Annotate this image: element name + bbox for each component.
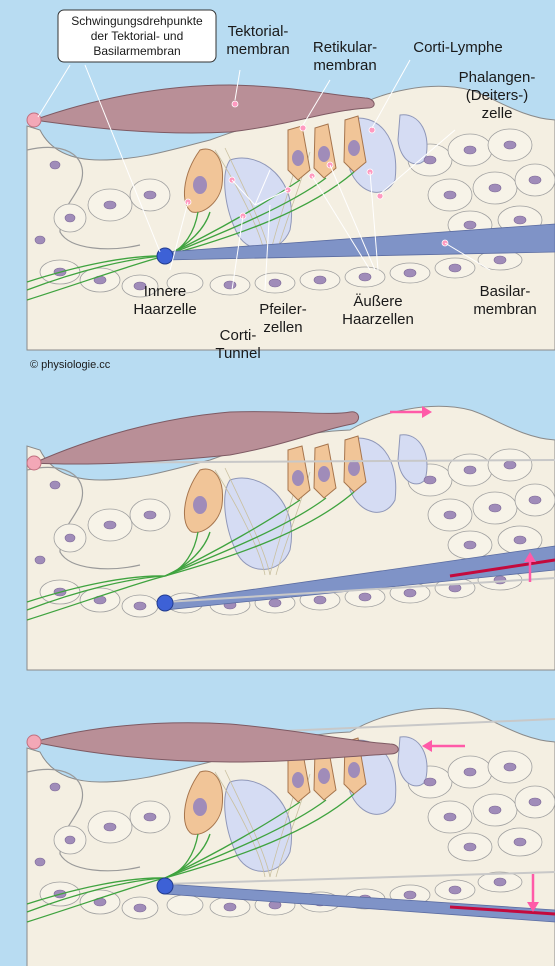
basilar-label-line2: membran (473, 301, 536, 318)
phalangeal-label-line2: (Deiters-) (466, 87, 529, 104)
arrow-up (524, 552, 536, 582)
basilar-rest-line (164, 577, 555, 603)
tectorial-pivot (26, 734, 42, 750)
tectorial-pivot (26, 112, 42, 128)
leader-lines (37, 59, 491, 291)
panel-up (26, 405, 555, 671)
basilar-deflection-mark (449, 558, 555, 578)
arrow-right (390, 406, 432, 418)
arrow-left (422, 740, 465, 752)
arrow-down (527, 874, 539, 912)
copyright-text: © physiologie.cc (30, 359, 111, 371)
reticular-label-line1: Retikular- (313, 39, 377, 56)
pivot-label-line3: Basilarmembran (93, 44, 180, 58)
inner-hair-label-line1: Innere (144, 283, 187, 300)
phalangeal-label-line1: Phalangen- (459, 69, 536, 86)
inner-hair-neuron (156, 247, 174, 265)
pivot-label-line2: der Tektorial- und (91, 29, 184, 43)
inner-hair-neuron (156, 877, 174, 895)
inner-hair-neuron (156, 594, 174, 612)
panel-down (26, 707, 555, 966)
tectorial-membrane-shifted-left (33, 722, 399, 763)
reticular-label-line2: membran (313, 57, 376, 74)
outer-hair-label-line1: Äußere (353, 293, 402, 310)
panel-rest: Schwingungsdrehpunkte der Tektorial- und… (26, 9, 555, 371)
basilar-label-line1: Basilar- (480, 283, 531, 300)
pivot-label-line1: Schwingungsdrehpunkte (71, 14, 203, 28)
pivot-label-box (57, 9, 217, 63)
tectorial-pivot (26, 455, 42, 471)
tectorial-membrane-shifted-right (33, 411, 359, 465)
outer-hair-label-line2: Haarzellen (342, 311, 414, 328)
basilar-rest-line (164, 871, 555, 885)
tectorial-membrane (33, 84, 375, 134)
phalangeal-label-line3: zelle (482, 105, 513, 122)
tectorial-label-line1: Tektorial- (228, 23, 289, 40)
corti-lymph-label: Corti-Lymphe (413, 39, 502, 56)
corti-tunnel-label-line1: Corti- (220, 327, 257, 344)
basilar-deflection-mark (449, 905, 555, 916)
pillar-label-line2: zellen (263, 319, 302, 336)
inner-hair-label-line2: Haarzelle (133, 301, 196, 318)
pillar-label-line1: Pfeiler- (259, 301, 307, 318)
corti-tunnel-label-line2: Tunnel (215, 345, 260, 362)
tectorial-label-line2: membran (226, 41, 289, 58)
